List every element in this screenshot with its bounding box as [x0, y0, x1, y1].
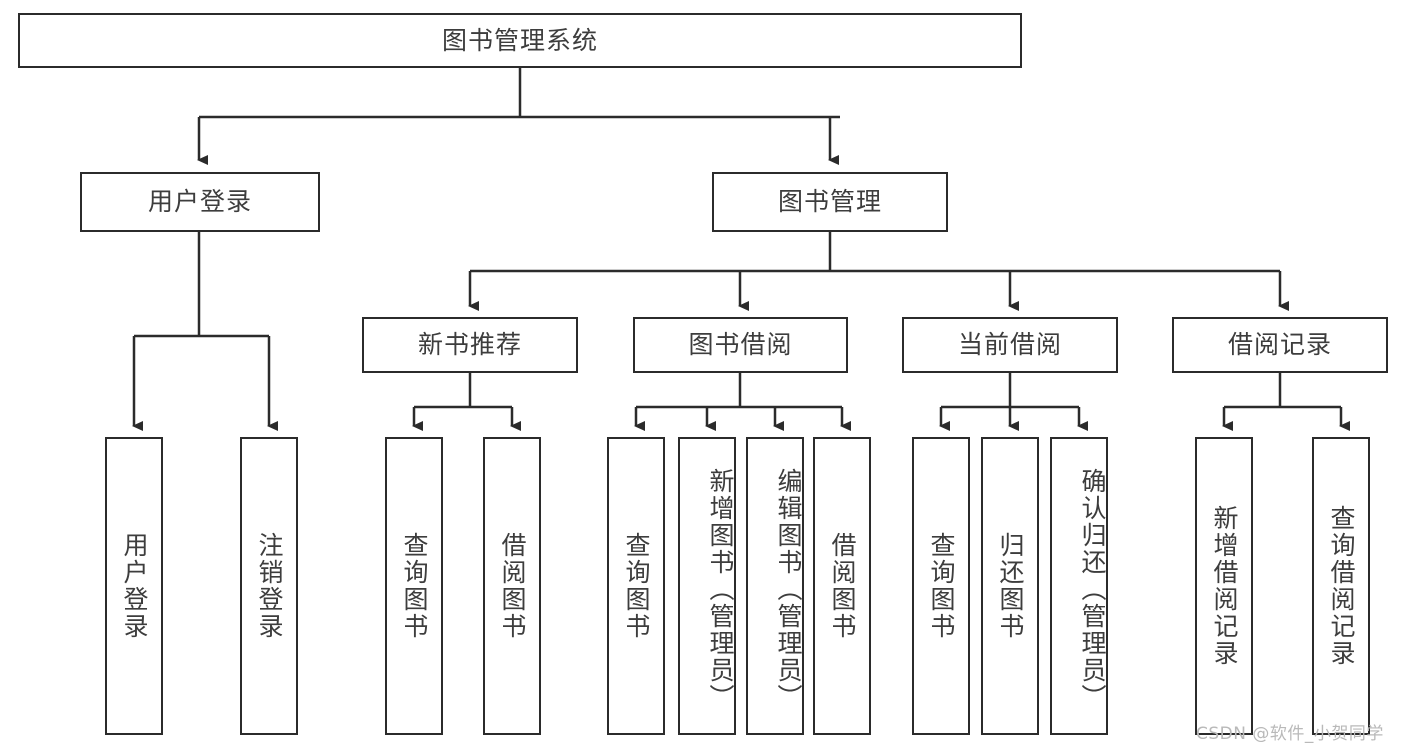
node-label: 编辑图书（管理员）: [774, 467, 803, 711]
watermark-text: CSDN @软件_小贺同学: [1196, 724, 1384, 744]
node-leaf-current-borrow-confirm[interactable]: 确认归还（管理员）: [1050, 437, 1108, 735]
node-label: 注销登录: [255, 532, 284, 640]
node-book-management[interactable]: 图书管理: [712, 172, 948, 232]
node-leaf-book-borrow-query[interactable]: 查询图书: [607, 437, 665, 735]
node-leaf-user-login-logout[interactable]: 注销登录: [240, 437, 298, 735]
node-leaf-user-login-login[interactable]: 用户登录: [105, 437, 163, 735]
node-label: 借阅记录: [1227, 330, 1332, 360]
node-new-book-recommend[interactable]: 新书推荐: [362, 317, 578, 373]
node-label: 借阅图书: [828, 532, 857, 640]
node-leaf-borrow-record-add[interactable]: 新增借阅记录: [1195, 437, 1253, 735]
node-current-borrow[interactable]: 当前借阅: [902, 317, 1118, 373]
node-label: 新书推荐: [417, 330, 522, 360]
node-label: 新增图书（管理员）: [706, 467, 735, 711]
node-user-login[interactable]: 用户登录: [80, 172, 320, 232]
node-label: 用户登录: [147, 187, 252, 217]
node-label: 查询图书: [622, 532, 651, 640]
node-leaf-book-borrow-edit[interactable]: 编辑图书（管理员）: [746, 437, 804, 735]
node-label: 用户登录: [120, 532, 149, 640]
node-leaf-book-borrow-add[interactable]: 新增图书（管理员）: [678, 437, 736, 735]
node-leaf-current-borrow-return[interactable]: 归还图书: [981, 437, 1039, 735]
node-label: 查询借阅记录: [1327, 505, 1356, 667]
node-leaf-borrow-record-query[interactable]: 查询借阅记录: [1312, 437, 1370, 735]
node-leaf-new-book-query[interactable]: 查询图书: [385, 437, 443, 735]
node-label: 图书借阅: [688, 330, 793, 360]
node-label: 查询图书: [400, 532, 429, 640]
node-borrow-record[interactable]: 借阅记录: [1172, 317, 1388, 373]
node-label: 当前借阅: [957, 330, 1062, 360]
node-label: 借阅图书: [498, 532, 527, 640]
node-label: 查询图书: [927, 532, 956, 640]
node-leaf-current-borrow-query[interactable]: 查询图书: [912, 437, 970, 735]
node-leaf-book-borrow-borrow[interactable]: 借阅图书: [813, 437, 871, 735]
node-book-borrow[interactable]: 图书借阅: [633, 317, 848, 373]
node-label: 归还图书: [996, 532, 1025, 640]
node-label: 图书管理系统: [441, 25, 598, 55]
node-label: 确认归还（管理员）: [1078, 467, 1107, 711]
node-label: 图书管理: [777, 187, 882, 217]
node-label: 新增借阅记录: [1210, 505, 1239, 667]
node-leaf-new-book-borrow[interactable]: 借阅图书: [483, 437, 541, 735]
node-root-book-management-system[interactable]: 图书管理系统: [18, 13, 1022, 68]
